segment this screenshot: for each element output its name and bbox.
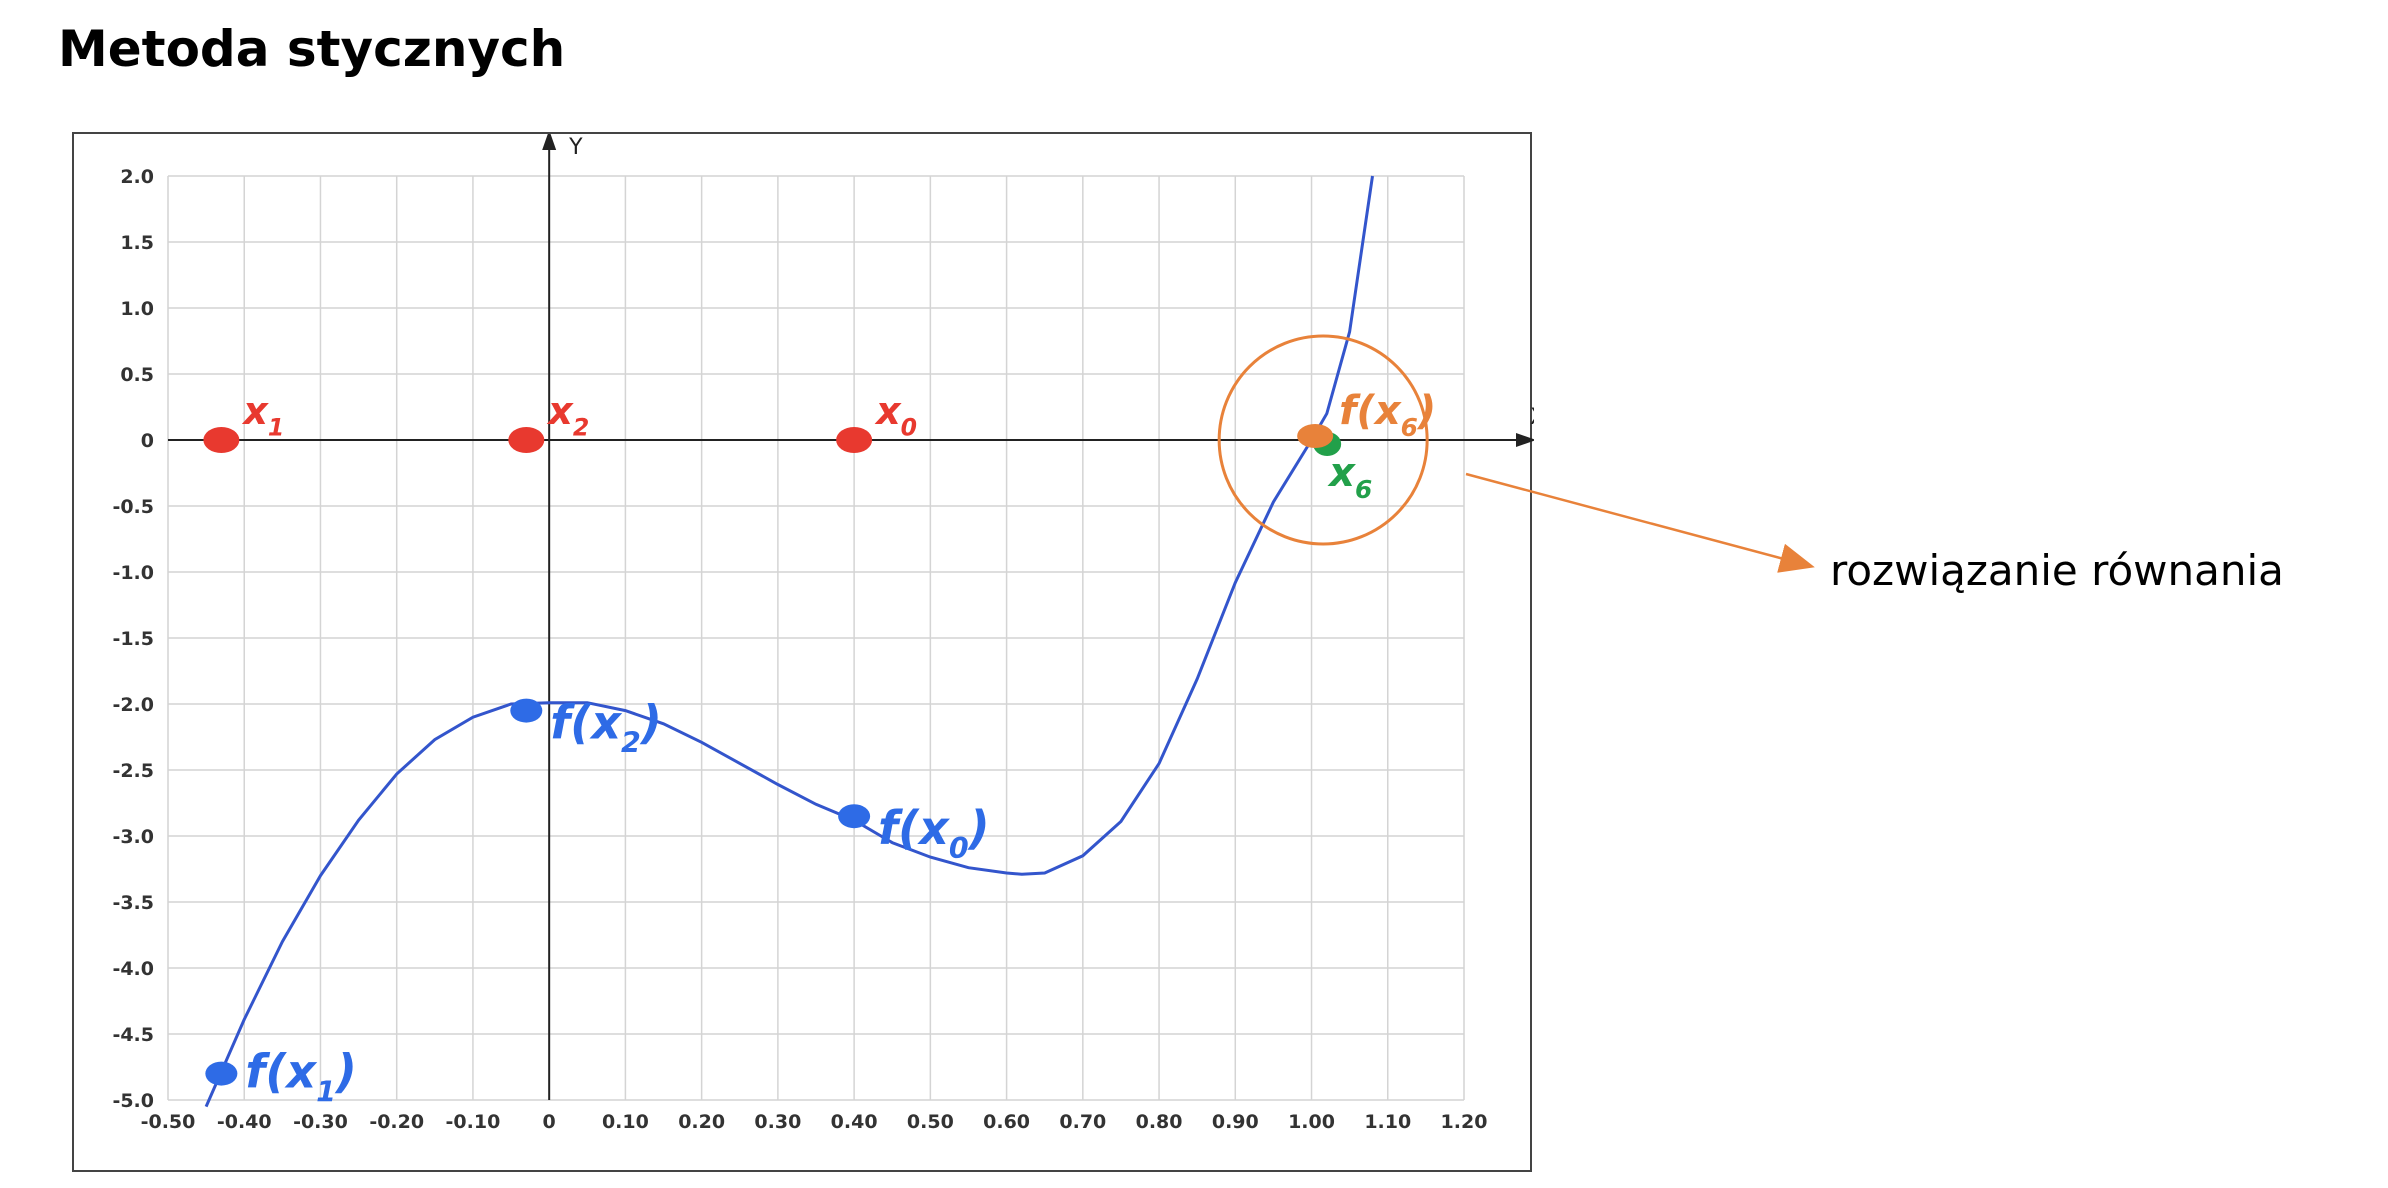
y-tick-label: 1.5 <box>120 232 154 254</box>
x-tick-label: -0.20 <box>369 1111 424 1133</box>
x-tick-label: 1.20 <box>1441 1111 1488 1133</box>
x-point-label: x1 <box>241 389 284 441</box>
y-tick-label: 0 <box>141 430 154 452</box>
x-point-marker <box>508 427 545 453</box>
x-tick-label: 0.60 <box>983 1111 1030 1133</box>
x-point-label: x2 <box>546 389 589 441</box>
solution-x-label: x6 <box>1327 450 1372 504</box>
x-tick-label: -0.30 <box>293 1111 348 1133</box>
x-tick-label: 1.10 <box>1364 1111 1411 1133</box>
y-tick-label: -2.0 <box>112 694 154 716</box>
x-tick-label: 0 <box>543 1111 556 1133</box>
function-curve <box>204 175 1374 1108</box>
x-tick-label: 0.90 <box>1212 1111 1259 1133</box>
y-tick-label: -1.0 <box>112 562 154 584</box>
y-tick-label: -4.0 <box>112 958 154 980</box>
x-point-marker <box>836 427 873 453</box>
page-title: Metoda stycznych <box>58 20 566 78</box>
y-tick-label: -3.0 <box>112 826 154 848</box>
f-point-marker <box>510 698 543 723</box>
f-point-marker <box>838 804 871 829</box>
f-point-label: f(x1) <box>245 1045 357 1109</box>
callout-arrow <box>1465 472 1815 573</box>
y-tick-label: -2.5 <box>112 760 154 782</box>
solution-f-label: f(x6) <box>1339 388 1436 442</box>
x-point-marker <box>203 427 240 453</box>
x-tick-label: 0.30 <box>754 1111 801 1133</box>
x-tick-label: 0.70 <box>1059 1111 1106 1133</box>
solution-f-marker <box>1297 424 1334 448</box>
y-tick-label: 2.0 <box>120 166 154 188</box>
y-tick-label: 0.5 <box>120 364 154 386</box>
x-tick-label: 0.40 <box>831 1111 878 1133</box>
y-axis-arrow <box>542 134 557 150</box>
x-tick-label: -0.40 <box>217 1111 272 1133</box>
f-point-marker <box>205 1061 238 1086</box>
y-tick-label: 1.0 <box>120 298 154 320</box>
y-tick-label: -4.5 <box>112 1024 154 1046</box>
x-tick-label: 1.00 <box>1288 1111 1335 1133</box>
f-point-label: f(x0) <box>878 801 990 865</box>
x-tick-label: 0.20 <box>678 1111 725 1133</box>
x-tick-label: -0.50 <box>141 1111 196 1133</box>
y-tick-label: -5.0 <box>112 1090 154 1112</box>
x-tick-label: -0.10 <box>446 1111 501 1133</box>
y-tick-label: -0.5 <box>112 496 154 518</box>
y-tick-label: -3.5 <box>112 892 154 914</box>
y-tick-label: -1.5 <box>112 628 154 650</box>
solution-highlight-circle <box>1217 334 1429 546</box>
solution-callout-label: rozwiązanie równania <box>1830 546 2284 595</box>
x-axis-label: X <box>1530 405 1534 430</box>
curve-layer <box>204 175 1374 1108</box>
x-axis-arrow <box>1516 433 1534 447</box>
f-point-label: f(x2) <box>550 696 662 760</box>
y-axis-label: Y <box>568 135 583 160</box>
x-tick-label: 0.50 <box>907 1111 954 1133</box>
x-point-label: x0 <box>874 389 917 441</box>
points-layer <box>203 334 1429 1086</box>
x-tick-label: 0.80 <box>1136 1111 1183 1133</box>
x-tick-label: 0.10 <box>602 1111 649 1133</box>
